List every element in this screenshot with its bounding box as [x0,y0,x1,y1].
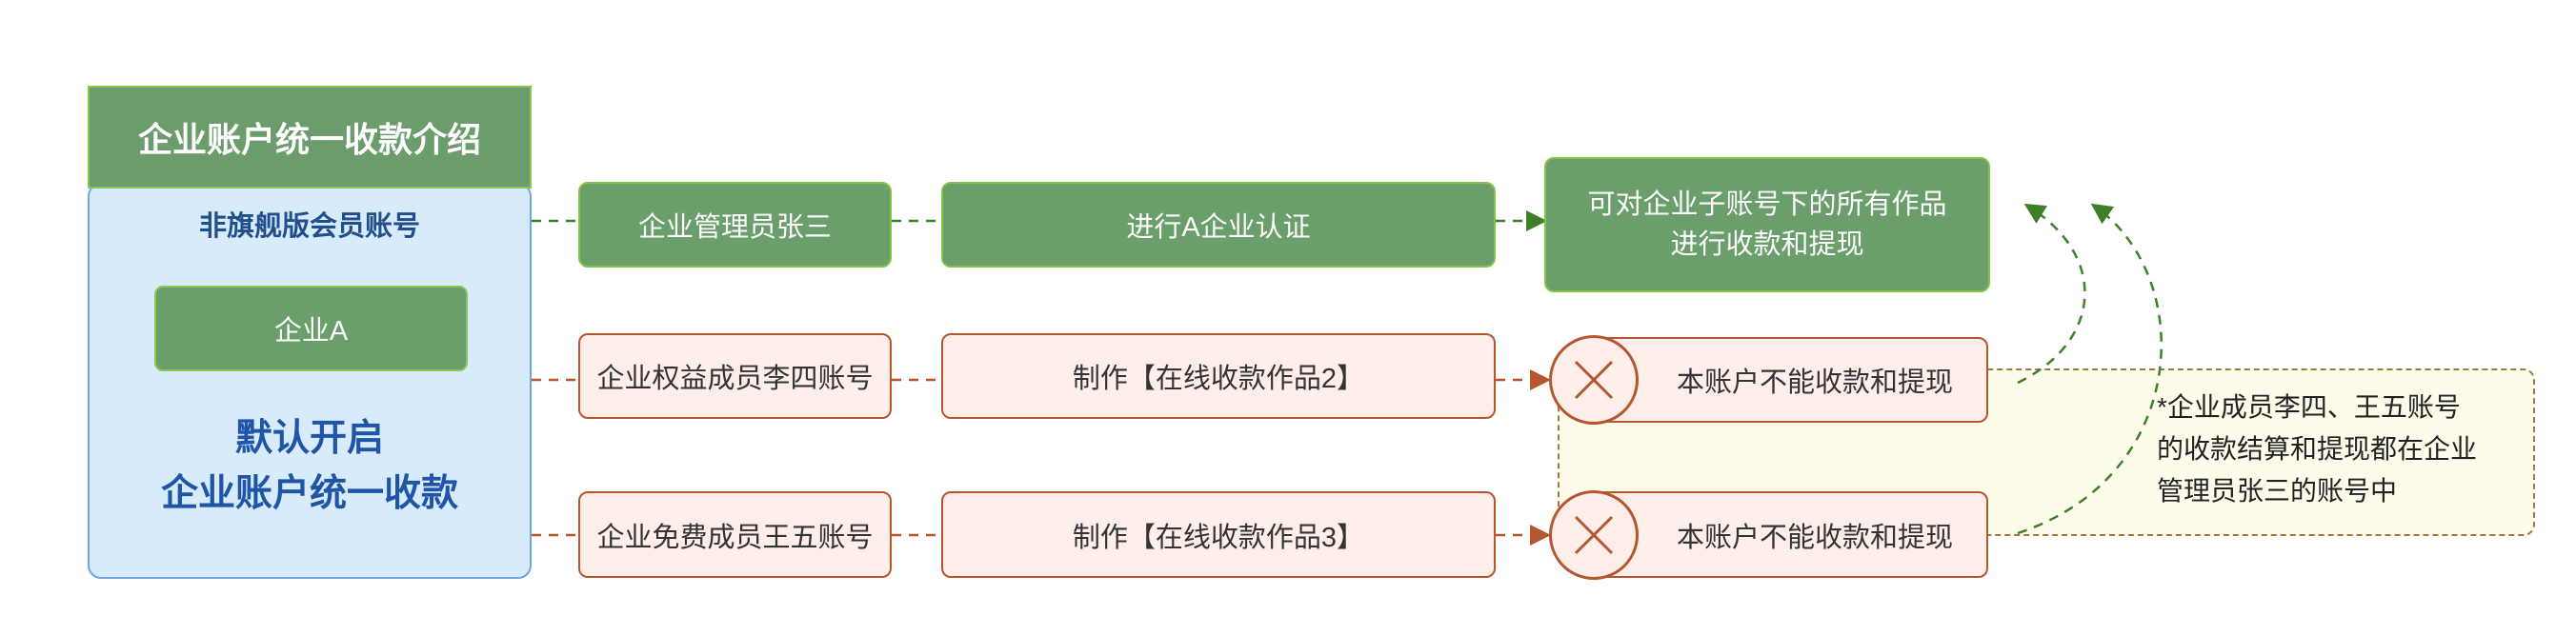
admin-member-node: 企业管理员张三 [578,182,892,268]
page-title: 企业账户统一收款介绍 [88,86,532,189]
note-line-3: 管理员张三的账号中 [2157,476,2398,506]
close-circle-icon [1549,335,1639,425]
note-line-1: *企业成员李四、王五账号 [2157,392,2461,422]
account-type-label: 非旗舰版会员账号 [198,211,420,242]
company-node: 企业A [154,286,468,371]
x-mark-icon [1574,515,1614,555]
note-text: *企业成员李四、王五账号 的收款结算和提现都在企业 管理员张三的账号中 [2157,387,2477,512]
default-line-1: 默认开启 [234,418,384,459]
member-wangwu-node: 企业免费成员王五账号 [578,491,892,578]
close-circle-icon [1549,490,1639,580]
certify-action-node: 进行A企业认证 [941,182,1496,268]
wangwu-blocked-result: 本账户不能收款和提现 [1594,491,1988,578]
default-setting-text: 默认开启 企业账户统一收款 [90,411,530,522]
lisi-blocked-result: 本账户不能收款和提现 [1594,337,1988,423]
note-line-2: 的收款结算和提现都在企业 [2157,434,2478,464]
member-lisi-node: 企业权益成员李四账号 [578,333,892,419]
admin-result-node: 可对企业子账号下的所有作品 进行收款和提现 [1544,157,1990,292]
account-panel: 非旗舰版会员账号 企业A 默认开启 企业账户统一收款 [88,183,532,579]
admin-result-line-1: 可对企业子账号下的所有作品 [1587,189,1947,220]
curved-arrow-member3-to-admin [2017,203,2163,535]
default-line-2: 企业账户统一收款 [160,473,458,514]
work2-action-node: 制作【在线收款作品2】 [941,333,1496,419]
work3-action-node: 制作【在线收款作品3】 [941,491,1496,578]
admin-result-line-2: 进行收款和提现 [1670,229,1864,260]
x-mark-icon [1574,360,1614,400]
curved-arrow-member2-to-admin [2017,203,2086,385]
